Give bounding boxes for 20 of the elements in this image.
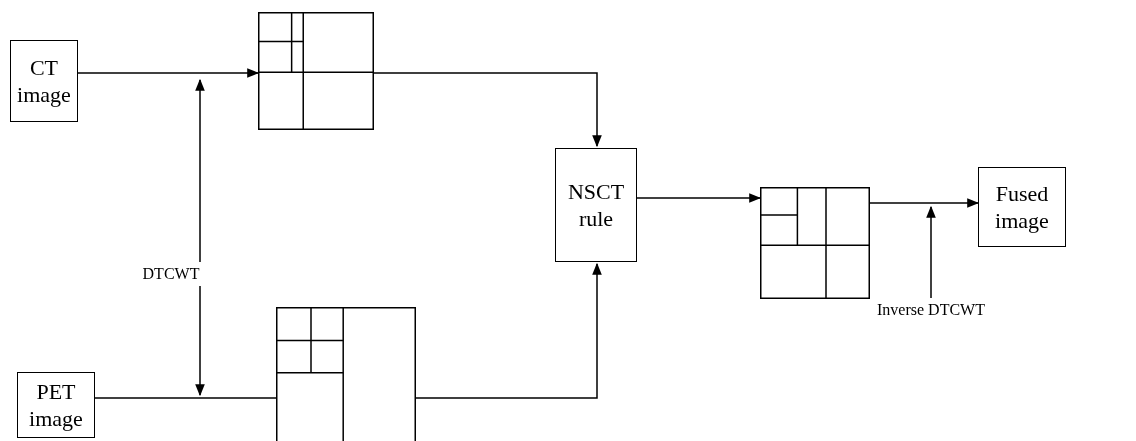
grid-drawing [258,12,374,130]
text-label: Inverse DTCWT [858,300,1004,320]
process-box [10,40,78,122]
text-label: DTCWT [140,264,202,284]
arrow [195,285,205,397]
box-label: NSCT rule [566,177,626,233]
arrow [926,205,936,299]
arrow [195,78,205,263]
box-label: Fused image [994,179,1050,235]
arrow [869,198,980,208]
box-label: CT image [16,53,72,109]
process-box [555,148,637,262]
arrow [373,72,602,148]
connector-line [94,397,277,399]
arrow [415,262,602,399]
grid-drawing [760,187,870,299]
box-label: PET image [28,377,84,433]
grid-drawing [276,307,416,441]
process-box [978,167,1066,247]
process-box [17,372,95,438]
